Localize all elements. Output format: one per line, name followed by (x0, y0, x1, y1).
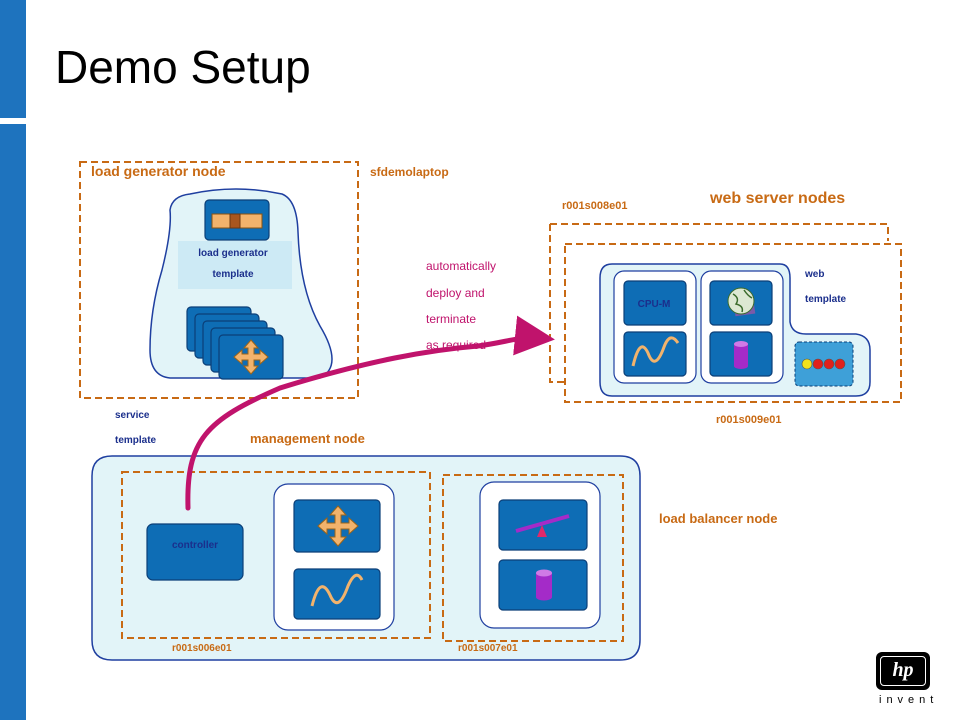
web-wave-tile (623, 331, 687, 377)
service-template-label-line2: template (115, 435, 157, 446)
web-server-nodes (549, 223, 902, 403)
globe-icon (727, 287, 756, 317)
controller-label: controller (171, 540, 219, 551)
web-template-label-line2: template (805, 294, 847, 305)
web-node-r001s008e01-border (550, 223, 889, 241)
node-id-r001s007e01: r001s007e01 (458, 643, 518, 654)
move-arrows-icon (233, 339, 269, 375)
load-generator-node-label: load generator node (91, 163, 226, 179)
deploy-note-line1: automatically (426, 259, 497, 273)
load-generator-node-border (79, 161, 359, 399)
deploy-note-line4: as required (426, 338, 487, 352)
management-node-area (91, 455, 641, 661)
node-id-r001s006e01: r001s006e01 (172, 643, 232, 654)
load-generator-instance-stack (186, 306, 284, 380)
wave-icon (631, 336, 680, 367)
node-id-r001s008e01: r001s008e01 (562, 200, 628, 212)
load-generator-node (79, 161, 359, 399)
load-generator-template-label-line1: load generator (198, 248, 268, 259)
load-generator-bar-icon (211, 213, 263, 229)
load-balancer-node-label: load balancer node (659, 511, 778, 526)
load-generator-template-label-bg (178, 241, 292, 289)
hp-logo-mark: hp (880, 656, 926, 686)
controller-tile (146, 523, 244, 581)
deploy-arrow (185, 315, 555, 511)
slide-title: Demo Setup (55, 41, 311, 93)
database-cylinder-icon (734, 341, 748, 369)
management-node-border (121, 471, 431, 639)
service-template-label-line1: service (115, 410, 150, 421)
load-generator-template-label-line2: template (212, 269, 254, 280)
cpu-m-label: CPU-M (637, 299, 671, 310)
sfdemolaptop-label: sfdemolaptop (370, 165, 449, 179)
status-dots-icon (801, 358, 846, 370)
deploy-note-line2: deploy and (426, 286, 485, 300)
wave-icon (310, 573, 364, 607)
service-wave-tile (293, 568, 381, 620)
move-arrows-icon (317, 505, 359, 547)
deploy-note-line3: terminate (426, 312, 477, 326)
hp-invent-tagline: invent (879, 694, 939, 706)
load-balancer-node-border (442, 474, 624, 642)
management-node-label: management node (250, 431, 365, 446)
sidebar-accent-top (0, 0, 26, 118)
web-template-label-line1: web (805, 269, 825, 280)
seesaw-balance-icon (515, 514, 570, 537)
database-cylinder-icon (536, 569, 552, 601)
node-id-r001s009e01: r001s009e01 (716, 414, 782, 426)
hp-logo: hp (876, 652, 930, 690)
sidebar-accent-bottom (0, 124, 26, 720)
web-server-nodes-label: web server nodes (710, 190, 846, 207)
cpu-m-tile (623, 280, 687, 326)
